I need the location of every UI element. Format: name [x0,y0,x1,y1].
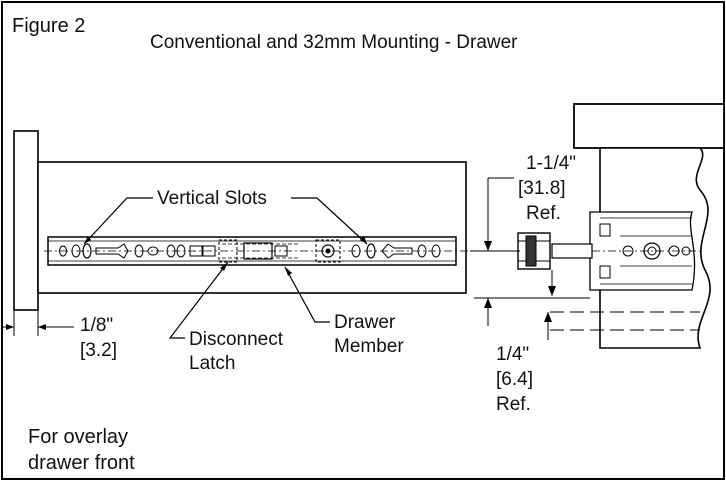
setback-mm: [3.2] [80,340,117,361]
figure-label: Figure 2 [12,15,85,37]
drawer-member-leader [284,266,330,323]
figure-title: Conventional and 32mm Mounting - Drawer [150,32,518,53]
offset-ref: Ref. [496,394,531,415]
setback-dimension [2,310,74,336]
offset-inches: 1/4" [496,344,529,365]
vertical-slots-leader-left [83,197,153,245]
setback-inches: 1/8" [80,315,113,336]
vertical-slot-left [59,243,144,259]
offset-mm: [6.4] [496,369,533,390]
drawer-member-label-line2: Member [334,336,404,357]
note-line1: For overlay [28,426,128,448]
drawer-member-label-line1: Drawer [334,312,396,333]
vertical-slots-leader-right [291,197,368,245]
height-mm: [31.8] [518,178,566,199]
disconnect-latch-label-line2: Latch [189,353,235,374]
drawer-side [37,161,467,294]
height-ref: Ref. [526,203,561,224]
drawer-front [13,130,39,311]
disconnect-latch-label-line1: Disconnect [189,329,284,350]
height-inches: 1-1/4" [526,153,576,174]
vertical-slot-right [351,243,441,259]
cabinet-top [573,103,725,149]
drawer-member [44,236,500,266]
vertical-slots-label: Vertical Slots [157,188,267,209]
disconnect-latch [218,239,300,263]
note-line2: drawer front [28,452,135,474]
cabinet-member [517,211,700,291]
height-dimension [470,177,590,326]
offset-dimension [544,311,700,340]
disconnect-latch-leader [168,261,229,339]
